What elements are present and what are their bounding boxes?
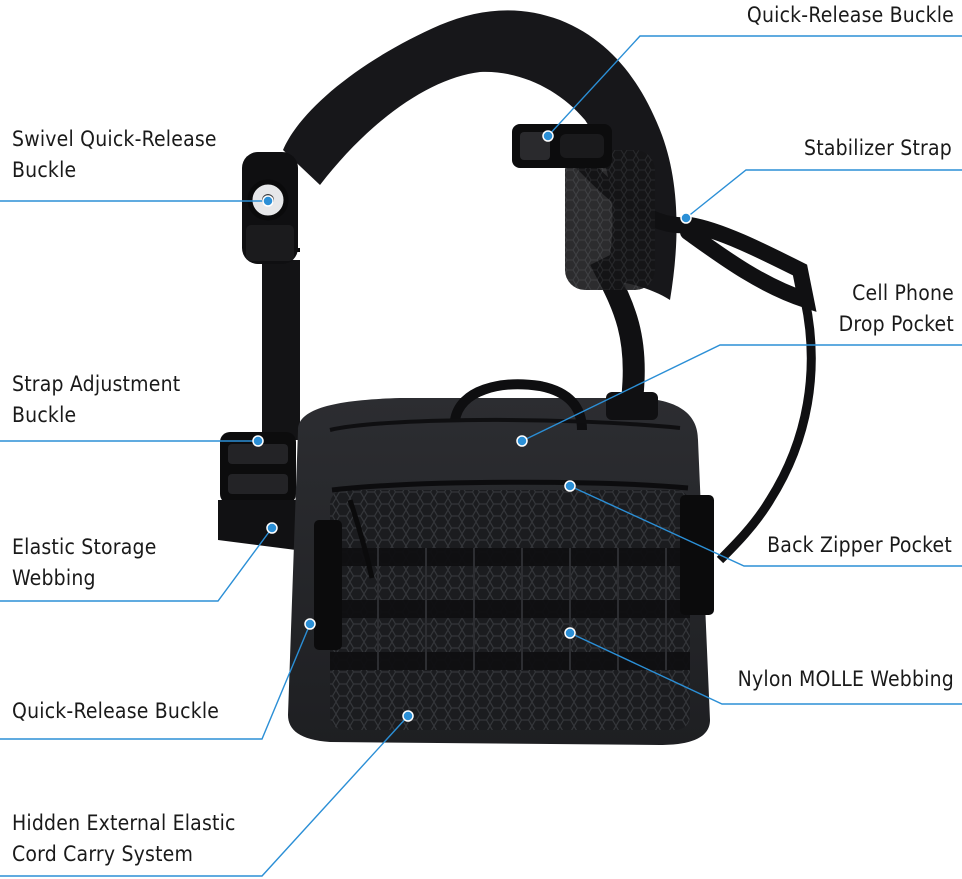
shoulder-strap: [262, 10, 817, 564]
anchor-dot-cell-phone: [516, 435, 528, 447]
callout-strap-adjustment: Strap Adjustment Buckle: [12, 369, 180, 431]
callout-back-zipper: Back Zipper Pocket: [767, 530, 952, 561]
anchor-dot-swivel: [262, 195, 274, 207]
callout-text-line2: Buckle: [12, 158, 77, 182]
callout-text-line2: Buckle: [12, 403, 77, 427]
callout-text-line2: Webbing: [12, 566, 96, 590]
callout-cell-phone-pocket: Cell Phone Drop Pocket: [839, 278, 954, 340]
callout-text-line1: Cell Phone: [852, 281, 954, 305]
leader-line-nylon-molle: [569, 632, 962, 705]
leader-line-cell-phone: [521, 344, 962, 442]
callout-text-line1: Swivel Quick-Release: [12, 127, 217, 151]
top-buckle: [512, 124, 612, 168]
anchor-dot-nylon-molle: [564, 627, 576, 639]
callout-text-line1: Hidden External Elastic: [12, 811, 236, 835]
anchor-dot-hidden-cord: [402, 710, 414, 722]
callout-hidden-cord: Hidden External Elastic Cord Carry Syste…: [12, 808, 236, 870]
callout-quick-release-side: Quick-Release Buckle: [12, 696, 219, 727]
callout-text: Back Zipper Pocket: [767, 533, 952, 557]
leader-line-back-zipper: [569, 485, 962, 567]
callout-elastic-storage: Elastic Storage Webbing: [12, 532, 157, 594]
anchor-dot-strap-adjust: [252, 435, 264, 447]
callout-text-line1: Elastic Storage: [12, 535, 157, 559]
leader-line-quick-release-top: [547, 35, 962, 137]
callout-text: Nylon MOLLE Webbing: [737, 667, 954, 691]
callout-quick-release-top: Quick-Release Buckle: [747, 0, 954, 31]
callout-swivel-buckle: Swivel Quick-Release Buckle: [12, 124, 217, 186]
callout-text: Quick-Release Buckle: [12, 699, 220, 723]
callout-text-line2: Cord Carry System: [12, 842, 194, 866]
leader-line-hidden-cord: [0, 715, 409, 877]
anchor-dot-quick-release-side: [304, 618, 316, 630]
callout-text-line1: Strap Adjustment: [12, 372, 181, 396]
callout-text: Stabilizer Strap: [804, 136, 952, 160]
anchor-dot-back-zipper: [564, 480, 576, 492]
anchor-dot-quick-release-top: [542, 130, 554, 142]
swivel-buckle: [242, 152, 298, 264]
callout-text-line2: Drop Pocket: [838, 312, 954, 336]
leader-line-stabilizer: [685, 169, 962, 219]
anchor-dot-elastic-storage: [266, 522, 278, 534]
leader-line-elastic-storage: [0, 527, 273, 602]
adjust-buckle: [218, 432, 296, 550]
callout-stabilizer-strap: Stabilizer Strap: [804, 133, 952, 164]
bag-body: [288, 379, 714, 745]
anchor-dot-stabilizer: [680, 212, 692, 224]
callout-nylon-molle: Nylon MOLLE Webbing: [738, 664, 954, 695]
leader-line-quick-release-side: [0, 623, 311, 740]
callout-text: Quick-Release Buckle: [746, 3, 954, 27]
